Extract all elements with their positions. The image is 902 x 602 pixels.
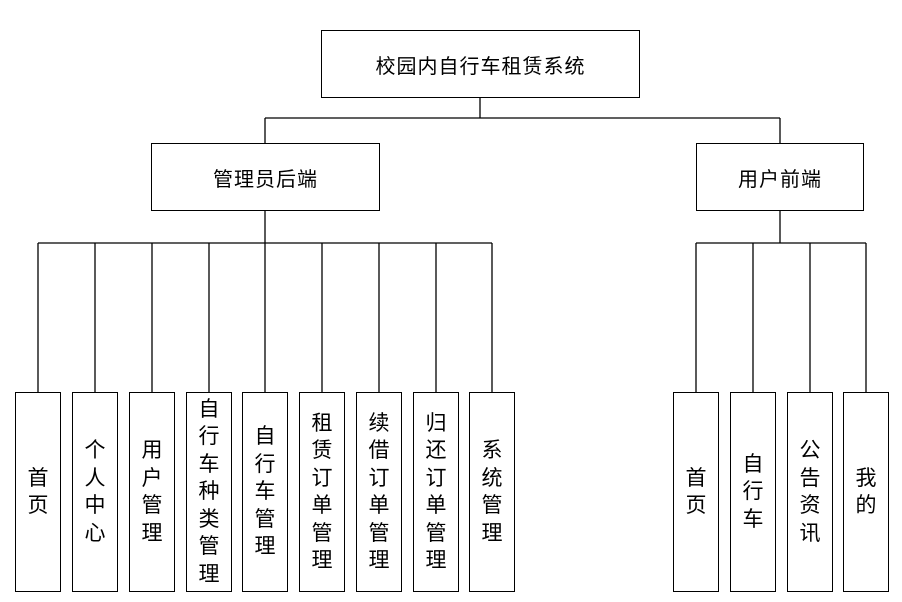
- admin-leaf-system-management-label: 系统管理: [481, 438, 503, 545]
- admin-backend-node: 管理员后端: [151, 143, 380, 211]
- admin-leaf-home-label: 首页: [27, 465, 49, 518]
- admin-leaf-bike-management: 自行车管理: [242, 392, 288, 592]
- root-node-label: 校园内自行车租赁系统: [375, 53, 586, 78]
- user-leaf-home-label: 首页: [685, 465, 707, 518]
- admin-leaf-personal-center: 个人中心: [72, 392, 118, 592]
- user-leaf-bike: 自行车: [730, 392, 776, 592]
- admin-leaf-system-management: 系统管理: [469, 392, 515, 592]
- admin-leaf-user-management-label: 用户管理: [141, 438, 163, 545]
- admin-leaf-home: 首页: [15, 392, 61, 592]
- user-leaf-bike-label: 自行车: [742, 451, 764, 531]
- admin-leaf-return-order-management: 归还订单管理: [413, 392, 459, 592]
- user-leaf-mine: 我的: [843, 392, 889, 592]
- admin-backend-label: 管理员后端: [213, 166, 318, 191]
- admin-leaf-bike-category-management: 自行车种类管理: [186, 392, 232, 592]
- admin-leaf-bike-management-label: 自行车管理: [254, 424, 276, 559]
- admin-leaf-bike-category-management-label: 自行车种类管理: [198, 396, 220, 586]
- user-frontend-label: 用户前端: [738, 166, 822, 191]
- admin-leaf-rental-order-management: 租赁订单管理: [299, 392, 345, 592]
- admin-leaf-return-order-management-label: 归还订单管理: [425, 410, 447, 573]
- admin-leaf-personal-center-label: 个人中心: [84, 438, 106, 545]
- admin-leaf-renewal-order-management: 续借订单管理: [356, 392, 402, 592]
- user-leaf-announcements-label: 公告资讯: [799, 438, 821, 545]
- user-leaf-home: 首页: [673, 392, 719, 592]
- user-leaf-announcements: 公告资讯: [787, 392, 833, 592]
- user-leaf-mine-label: 我的: [855, 465, 877, 518]
- admin-leaf-user-management: 用户管理: [129, 392, 175, 592]
- root-node: 校园内自行车租赁系统: [321, 30, 640, 98]
- admin-leaf-rental-order-management-label: 租赁订单管理: [311, 410, 333, 573]
- admin-leaf-renewal-order-management-label: 续借订单管理: [368, 410, 390, 573]
- user-frontend-node: 用户前端: [696, 143, 864, 211]
